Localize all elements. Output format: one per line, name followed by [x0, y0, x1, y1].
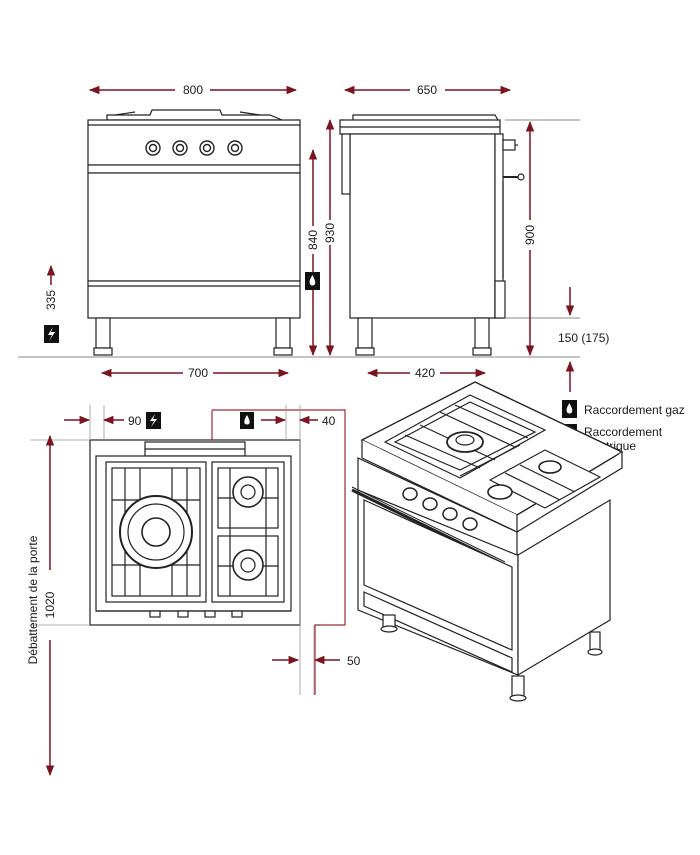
front-width-label: 800	[183, 83, 203, 97]
front-total-height-label: 930	[323, 223, 337, 243]
front-drawer	[87, 280, 301, 319]
top-right-offset-label: 40	[322, 414, 336, 428]
front-control-panel	[87, 119, 301, 166]
front-legs	[93, 317, 293, 356]
top-electric-icon	[146, 412, 161, 429]
front-side-height-label: 335	[44, 290, 58, 310]
iso-grates	[383, 394, 602, 509]
side-height-label: 900	[523, 225, 537, 245]
front-oven-door	[87, 172, 301, 282]
top-gas-icon	[240, 412, 254, 429]
front-knobs	[145, 140, 243, 156]
legend-gas-icon	[562, 400, 577, 418]
clearance-outline	[212, 409, 346, 695]
door-swing-label: Débattement de la porte	[26, 535, 40, 664]
side-view	[339, 114, 525, 356]
side-base-depth-label: 420	[415, 366, 435, 380]
iso-knobs	[402, 487, 478, 531]
front-top-grates	[106, 109, 283, 121]
side-depth-label: 650	[417, 83, 437, 97]
door-clearance-label: 1020	[43, 591, 57, 618]
front-view	[87, 109, 301, 356]
top-view-guides	[30, 405, 315, 695]
side-dimensions	[343, 85, 575, 392]
front-dimensions	[46, 85, 335, 378]
top-dimensions	[45, 415, 340, 777]
legend-electric-label-1: Raccordement	[584, 425, 663, 439]
isometric-view	[351, 381, 624, 702]
top-rear-offset-label: 50	[347, 654, 361, 668]
front-height-label: 840	[306, 230, 320, 250]
side-body	[349, 133, 496, 319]
front-base-width-label: 700	[188, 366, 208, 380]
top-view	[89, 439, 301, 626]
gas-flame-icon	[305, 272, 320, 290]
side-leg-height-label: 150 (175)	[558, 331, 609, 345]
legend-gas-label: Raccordement gaz	[584, 403, 685, 417]
front-oven-handle	[87, 164, 301, 174]
lightning-plug-icon	[44, 325, 59, 343]
top-left-offset-label: 90	[128, 414, 142, 428]
